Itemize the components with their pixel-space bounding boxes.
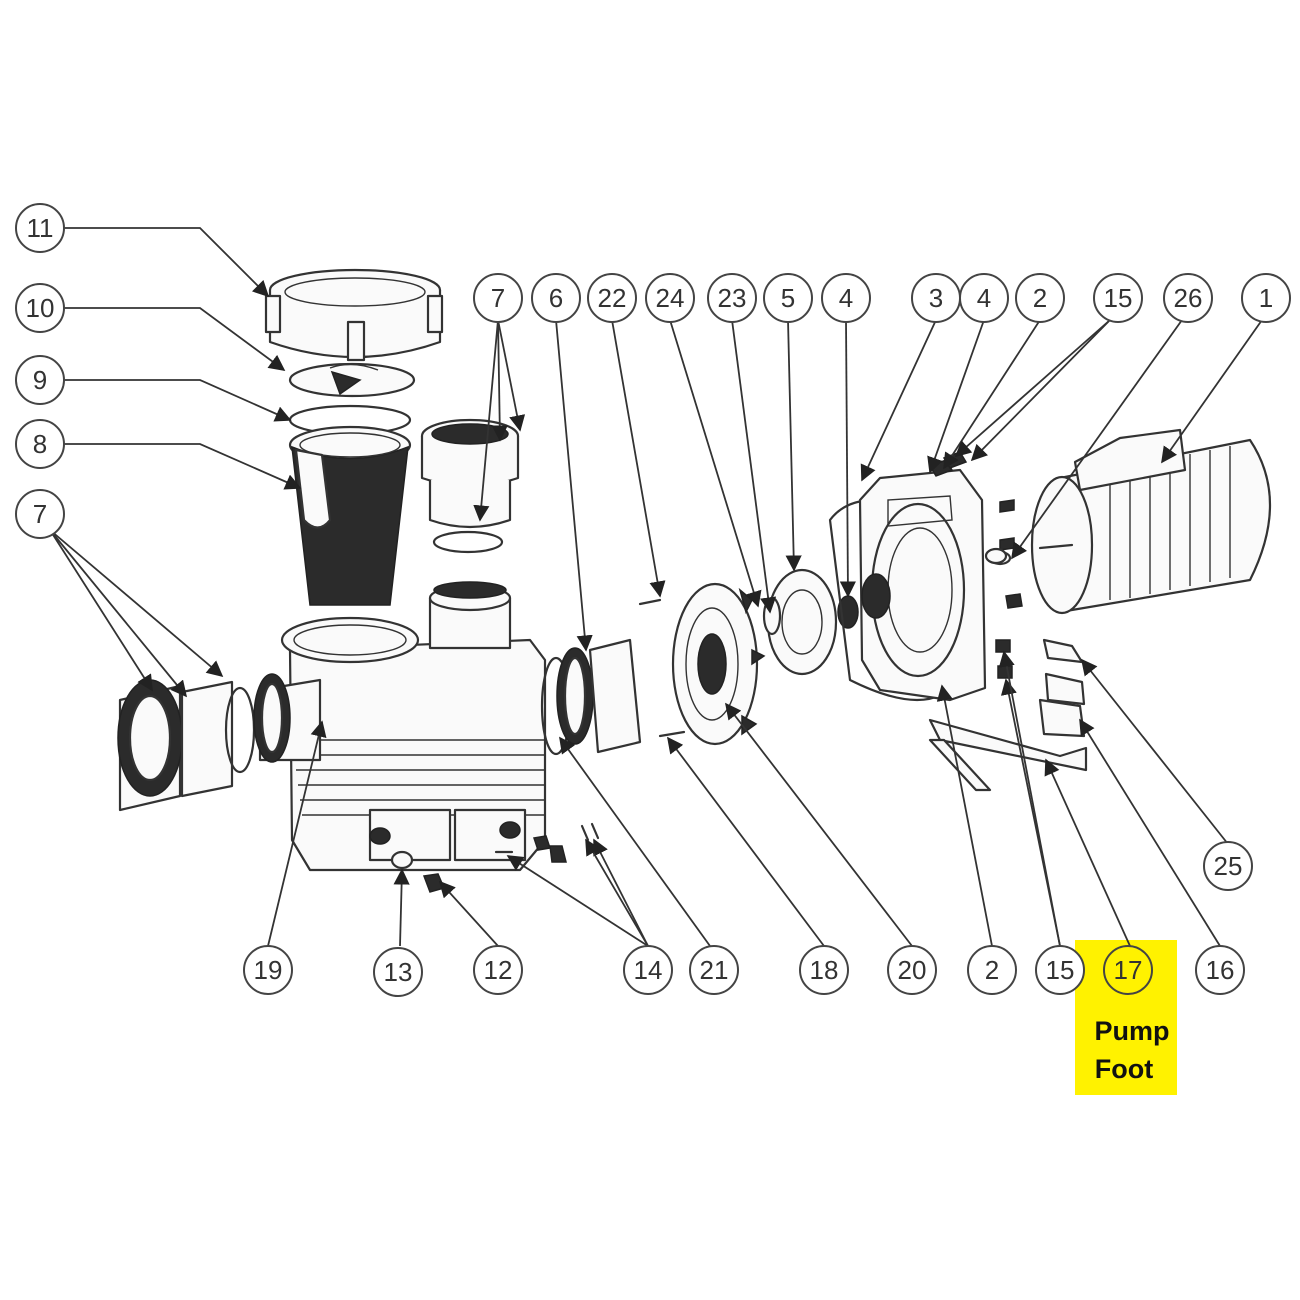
callout-23: 23 xyxy=(707,273,757,323)
callout-label: 12 xyxy=(484,955,513,985)
callout-7-top: 7 xyxy=(473,273,523,323)
callout-5: 5 xyxy=(763,273,813,323)
callout-label: 11 xyxy=(27,213,54,243)
callout-19: 19 xyxy=(243,945,293,995)
callout-15-bottom: 15 xyxy=(1035,945,1085,995)
callout-label: 23 xyxy=(718,283,747,313)
callout-label: 19 xyxy=(254,955,283,985)
part-inlet-union xyxy=(117,673,291,812)
callout-label: 4 xyxy=(977,283,991,313)
callout-label: 22 xyxy=(598,283,627,313)
part-outlet-union xyxy=(420,418,520,554)
part-lid-o-ring xyxy=(288,362,416,398)
callout-8: 8 xyxy=(15,419,65,469)
callout-label: 21 xyxy=(700,955,729,985)
callout-20: 20 xyxy=(887,945,937,995)
callout-9: 9 xyxy=(15,355,65,405)
callout-label: 26 xyxy=(1174,283,1203,313)
part-strainer-basket xyxy=(288,425,412,606)
callout-label: 9 xyxy=(33,365,47,395)
callout-22: 22 xyxy=(587,273,637,323)
highlight-line-2: Foot xyxy=(1095,1054,1153,1084)
callout-label: 4 xyxy=(839,283,853,313)
callout-label: 18 xyxy=(810,955,839,985)
callout-1: 1 xyxy=(1241,273,1291,323)
callout-13: 13 xyxy=(373,947,423,997)
callout-26: 26 xyxy=(1163,273,1213,323)
callout-6: 6 xyxy=(531,273,581,323)
callout-25: 25 xyxy=(1203,841,1253,891)
callout-2-bottom: 2 xyxy=(967,945,1017,995)
callouts-top: 11 10 9 8 7 7 6 22 24 23 5 4 3 4 2 15 26… xyxy=(15,203,1291,539)
callout-label: 6 xyxy=(549,283,563,313)
callout-16: 16 xyxy=(1195,945,1245,995)
callout-18: 18 xyxy=(799,945,849,995)
callout-label: 3 xyxy=(929,283,943,313)
leader-lines xyxy=(49,227,1263,947)
callout-label: 8 xyxy=(33,429,47,459)
part-pump-foot xyxy=(928,638,1088,792)
callout-label: 15 xyxy=(1046,955,1075,985)
callout-17: 17 xyxy=(1103,945,1153,995)
callout-label: 15 xyxy=(1104,283,1133,313)
callout-label: 14 xyxy=(634,955,663,985)
callout-label: 2 xyxy=(1033,283,1047,313)
callout-label: 10 xyxy=(26,293,55,323)
callout-label: 1 xyxy=(1259,283,1273,313)
part-motor xyxy=(984,428,1271,615)
part-pump-body xyxy=(258,581,547,872)
callout-3: 3 xyxy=(911,273,961,323)
callout-label: 20 xyxy=(898,955,927,985)
callout-label: 16 xyxy=(1206,955,1235,985)
callout-label: 7 xyxy=(33,499,47,529)
callout-label: 13 xyxy=(384,957,413,987)
callout-7-left: 7 xyxy=(15,489,65,539)
callouts-bottom: 19 13 12 14 21 18 20 2 15 17 16 25 xyxy=(243,841,1253,997)
callout-label: 5 xyxy=(781,283,795,313)
callout-label: 2 xyxy=(985,955,999,985)
callout-14: 14 xyxy=(623,945,673,995)
highlight-line-1: Pump xyxy=(1094,1016,1169,1046)
callout-24: 24 xyxy=(645,273,695,323)
callout-12: 12 xyxy=(473,945,523,995)
callout-label: 7 xyxy=(491,283,505,313)
callout-15-top: 15 xyxy=(1093,273,1143,323)
part-seal-plate xyxy=(858,451,1023,702)
callout-4-a: 4 xyxy=(821,273,871,323)
callout-4-b: 4 xyxy=(959,273,1009,323)
callout-label: 24 xyxy=(656,283,685,313)
callout-label: 25 xyxy=(1214,851,1243,881)
callout-label: 17 xyxy=(1114,955,1143,985)
callout-11: 11 xyxy=(15,203,65,253)
callout-21: 21 xyxy=(689,945,739,995)
highlight-block xyxy=(1075,940,1177,1095)
callout-2-top: 2 xyxy=(1015,273,1065,323)
callout-10: 10 xyxy=(15,283,65,333)
part-strainer-lid xyxy=(264,268,444,362)
